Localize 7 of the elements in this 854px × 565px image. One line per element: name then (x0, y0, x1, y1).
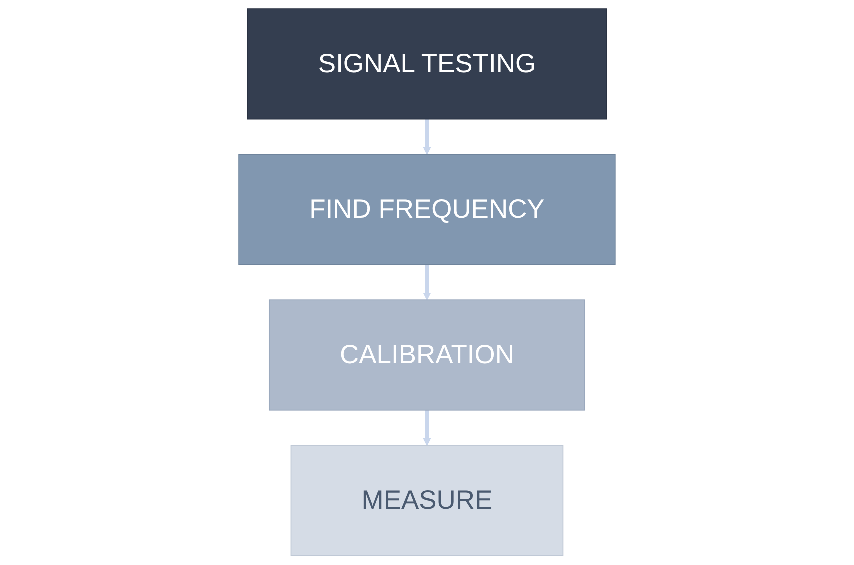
node-box: CALIBRATION (268, 300, 586, 411)
arrow (423, 264, 431, 300)
node-box: MEASURE (290, 445, 564, 556)
arrow (423, 410, 431, 446)
node-box: FIND FREQUENCY (238, 154, 616, 266)
arrow (423, 119, 431, 155)
node-box: SIGNAL TESTING (247, 8, 607, 120)
